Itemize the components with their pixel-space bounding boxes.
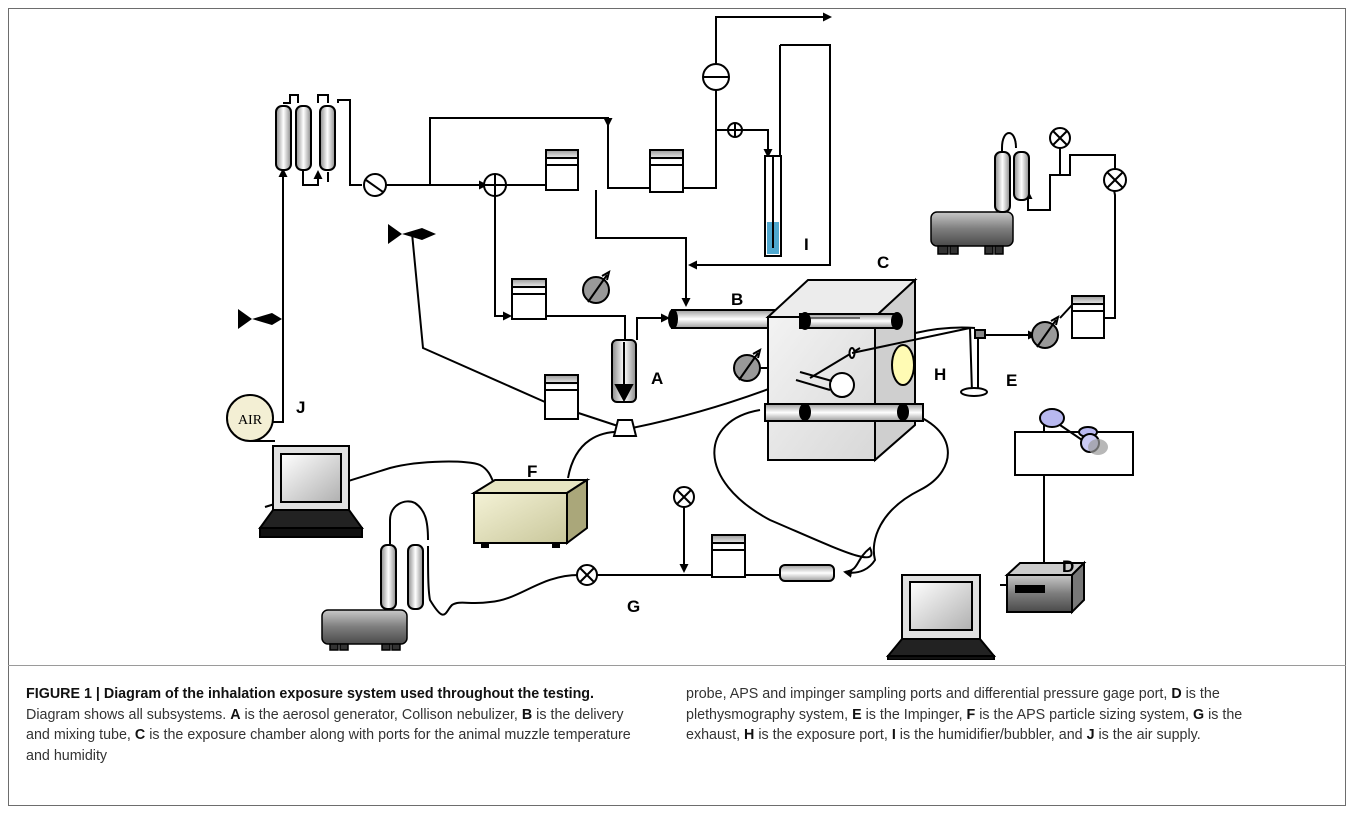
caption-bold-text: H — [744, 727, 755, 743]
caption-bold-text: B — [521, 706, 533, 723]
air-label: AIR — [238, 413, 263, 428]
caption-text: is the APS particle sizing system, — [975, 706, 1193, 723]
nebulizer — [611, 339, 637, 403]
flow-controllers — [511, 149, 1105, 578]
vacuum-pump-right — [930, 151, 1030, 255]
sampling-funnel — [612, 419, 638, 437]
shutoff-valve-mid — [388, 224, 436, 244]
label-f: F — [527, 462, 537, 481]
air-supply: AIR — [226, 394, 275, 442]
caption-text: is the delivery and mixing tube, — [26, 706, 624, 744]
caption-bold-text: I — [891, 727, 896, 743]
label-d: D — [1062, 557, 1074, 576]
humidifier-bubbler — [764, 45, 782, 257]
caption-bold-text: C — [134, 727, 146, 743]
caption-text: is the exposure port, — [754, 727, 892, 743]
caption-bold-text: FIGURE 1 | Diagram of the inhalation exp… — [26, 686, 595, 702]
component-labels: A B C D E F G H I J — [296, 235, 1074, 616]
caption-text: Diagram shows all subsystems. — [26, 706, 231, 723]
flow-lines — [264, 12, 1116, 616]
vacuum-pump-left — [321, 544, 424, 651]
exhaust-valves — [576, 127, 1127, 586]
label-b: B — [731, 290, 743, 309]
exposure-system-diagram: AIR — [226, 12, 1134, 660]
caption-bold-text: G — [1192, 706, 1205, 723]
caption-text: is the Impinger, — [861, 706, 967, 723]
drier-filters — [275, 105, 336, 171]
plethysmography-system — [1004, 408, 1134, 615]
caption-bold-text: D — [1171, 686, 1182, 702]
caption-text: is the aerosol generator, Collison nebul… — [240, 706, 522, 723]
label-j: J — [296, 398, 305, 417]
caption-text: is the plethysmography system, — [686, 686, 1220, 723]
computer-left — [258, 445, 364, 538]
caption-text: probe, APS and impinger sampling ports a… — [686, 686, 1172, 702]
caption-bold-text: J — [1086, 727, 1095, 743]
aps-particle-sizer — [470, 478, 591, 548]
impinger — [960, 327, 988, 397]
label-i: I — [804, 235, 809, 254]
caption-divider — [8, 665, 1346, 666]
exposure-chamber — [764, 277, 971, 463]
caption-text: is the air supply. — [1094, 727, 1201, 743]
label-g: G — [627, 597, 640, 616]
label-e: E — [1006, 371, 1017, 390]
caption-right-column: probe, APS and impinger sampling ports a… — [686, 684, 1296, 746]
exhaust-filter — [779, 564, 835, 582]
caption-text: is the humidifier/bubbler, and — [895, 727, 1087, 743]
caption-bold-text: E — [852, 706, 862, 723]
caption-left-column: FIGURE 1 | Diagram of the inhalation exp… — [26, 684, 636, 766]
pressure-gauges — [582, 269, 1060, 382]
label-h: H — [934, 365, 946, 384]
label-a: A — [651, 369, 663, 388]
flow-valves — [363, 63, 743, 197]
caption-text: is the exhaust, — [686, 706, 1243, 744]
caption-bold-text: A — [230, 706, 241, 723]
shutoff-valve-left — [238, 309, 282, 329]
caption-bold-text: F — [966, 706, 976, 723]
label-c: C — [877, 253, 889, 272]
computer-right — [885, 574, 997, 660]
caption-text: is the exposure chamber along with ports… — [26, 727, 631, 764]
